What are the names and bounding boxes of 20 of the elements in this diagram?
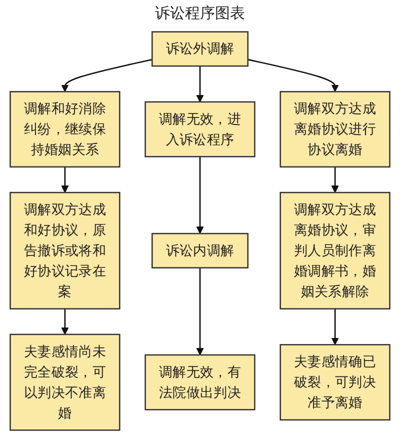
arrow <box>61 58 152 92</box>
node-box: 诉讼内调解 <box>152 232 248 268</box>
node-box: 调解双方达成离婚协议进行协议离婚 <box>280 91 390 168</box>
arrow <box>196 268 204 356</box>
arrow <box>248 58 339 92</box>
arrow <box>331 166 339 193</box>
node-box: 夫妻感情尚未完全破裂，可以判决不准离婚 <box>10 334 120 431</box>
node-box: 诉讼外调解 <box>152 31 248 67</box>
node-box: 调解双方达成和好协议，原告撤诉或将和好协议记录在案 <box>10 192 120 310</box>
node-box: 夫妻感情确已破裂，可判决准予离婚 <box>280 344 390 421</box>
diagram-title: 诉讼程序图表 <box>154 4 246 23</box>
arrow <box>331 308 339 346</box>
node-box: 调解无效，进入诉讼程序 <box>144 101 256 158</box>
node-box: 调解无效，有法院做出判决 <box>144 354 256 410</box>
arrow <box>196 66 204 102</box>
arrow <box>61 308 69 335</box>
node-box: 调解双方达成离婚协议，审判人员制作离婚调解书，婚姻关系解除 <box>280 192 390 310</box>
arrow <box>61 166 69 193</box>
node-box: 调解和好消除纠纷，继续保持婚姻关系 <box>10 91 120 168</box>
arrow <box>196 156 204 234</box>
